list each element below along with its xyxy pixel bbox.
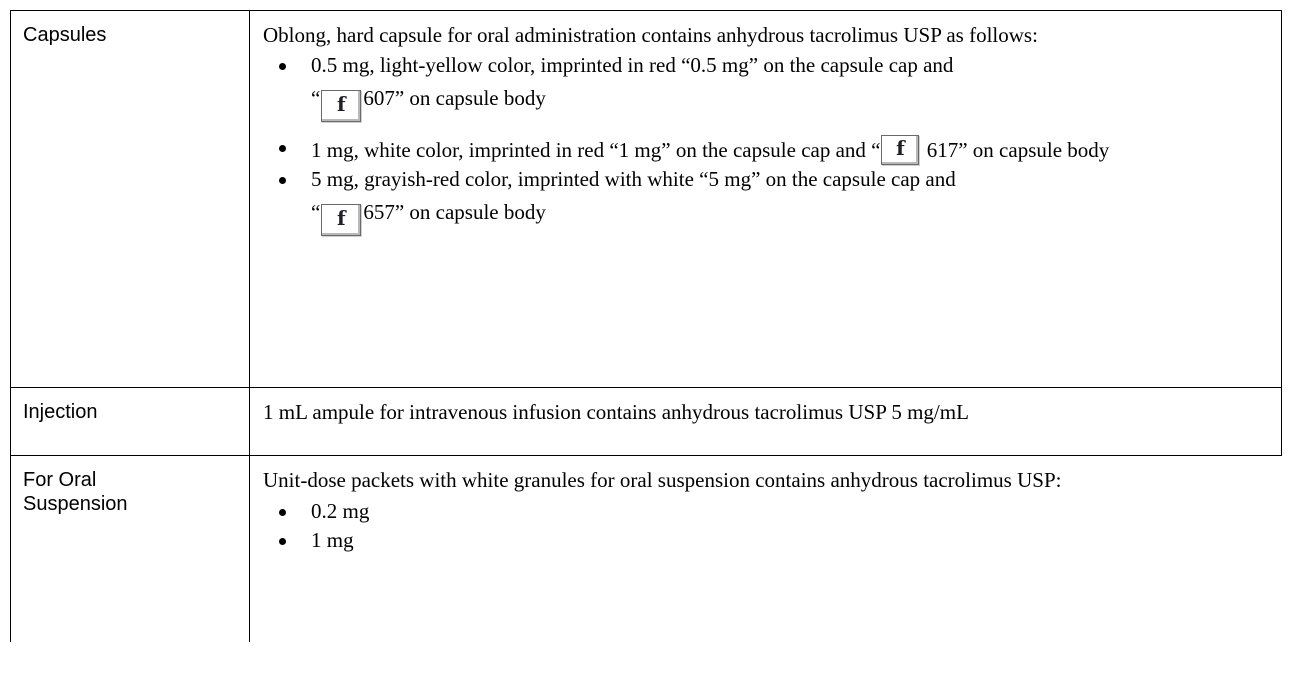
list-item: 1 mg, white color, imprinted in red “1 m… xyxy=(263,135,1267,165)
list-item: 0.5 mg, light-yellow color, imprinted in… xyxy=(263,53,1267,122)
form-label: For Oral Suspension xyxy=(23,469,128,515)
form-label: Capsules xyxy=(23,24,107,46)
description-intro: Unit-dose packets with white granules fo… xyxy=(263,468,1062,492)
description-cell: 1 mL ampule for intravenous infusion con… xyxy=(249,387,1282,456)
company-logo-f-icon: f xyxy=(321,204,362,236)
open-quote: “ xyxy=(311,200,321,224)
imprint-code: 617” on capsule body xyxy=(926,138,1110,162)
form-cell: Capsules xyxy=(10,10,250,388)
form-label: Injection xyxy=(23,401,98,423)
description-cell: Oblong, hard capsule for oral administra… xyxy=(249,10,1282,388)
description-cell: Unit-dose packets with white granules fo… xyxy=(249,455,1282,642)
table-row-injection: Injection 1 mL ampule for intravenous in… xyxy=(10,387,1282,456)
item-text: 1 mg, white color, imprinted in red “1 m… xyxy=(311,138,881,162)
strength-list: 0.5 mg, light-yellow color, imprinted in… xyxy=(263,53,1267,236)
item-text: 0.5 mg, light-yellow color, imprinted in… xyxy=(311,53,954,77)
description-text: 1 mL ampule for intravenous infusion con… xyxy=(263,400,969,424)
list-item: 0.2 mg xyxy=(263,499,1268,524)
table-row-capsules: Capsules Oblong, hard capsule for oral a… xyxy=(10,10,1282,388)
open-quote: “ xyxy=(311,86,321,110)
description-intro: Oblong, hard capsule for oral administra… xyxy=(263,23,1038,47)
form-cell: For Oral Suspension xyxy=(10,455,250,642)
company-logo-f-icon: f xyxy=(321,90,362,122)
company-logo-f-icon: f xyxy=(881,135,920,165)
form-cell: Injection xyxy=(10,387,250,456)
list-item: 5 mg, grayish-red color, imprinted with … xyxy=(263,167,1267,236)
table-row-oral-suspension: For Oral Suspension Unit-dose packets wi… xyxy=(10,455,1282,642)
imprint-code: 657” on capsule body xyxy=(363,200,546,224)
imprint-code: 607” on capsule body xyxy=(363,86,546,110)
list-item: 1 mg xyxy=(263,528,1268,553)
strength-list: 0.2 mg 1 mg xyxy=(263,499,1268,553)
item-text: 5 mg, grayish-red color, imprinted with … xyxy=(311,167,956,191)
dosage-forms-table: Capsules Oblong, hard capsule for oral a… xyxy=(10,10,1282,642)
